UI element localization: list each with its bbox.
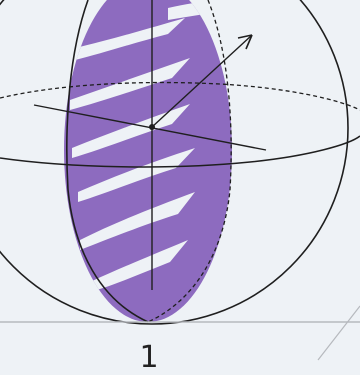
center-point — [149, 124, 155, 130]
equator-back — [0, 81, 360, 111]
arrow-head-icon — [237, 34, 253, 50]
equator-front — [0, 135, 360, 168]
purple-fill-region — [64, 0, 232, 322]
sphere-outline — [0, 0, 349, 325]
meridian-right — [147, 0, 232, 323]
meridian-left — [66, 0, 149, 323]
figure-label: 1 — [139, 340, 159, 375]
corner-diagonal — [317, 305, 360, 361]
arrow-axis — [151, 34, 253, 128]
